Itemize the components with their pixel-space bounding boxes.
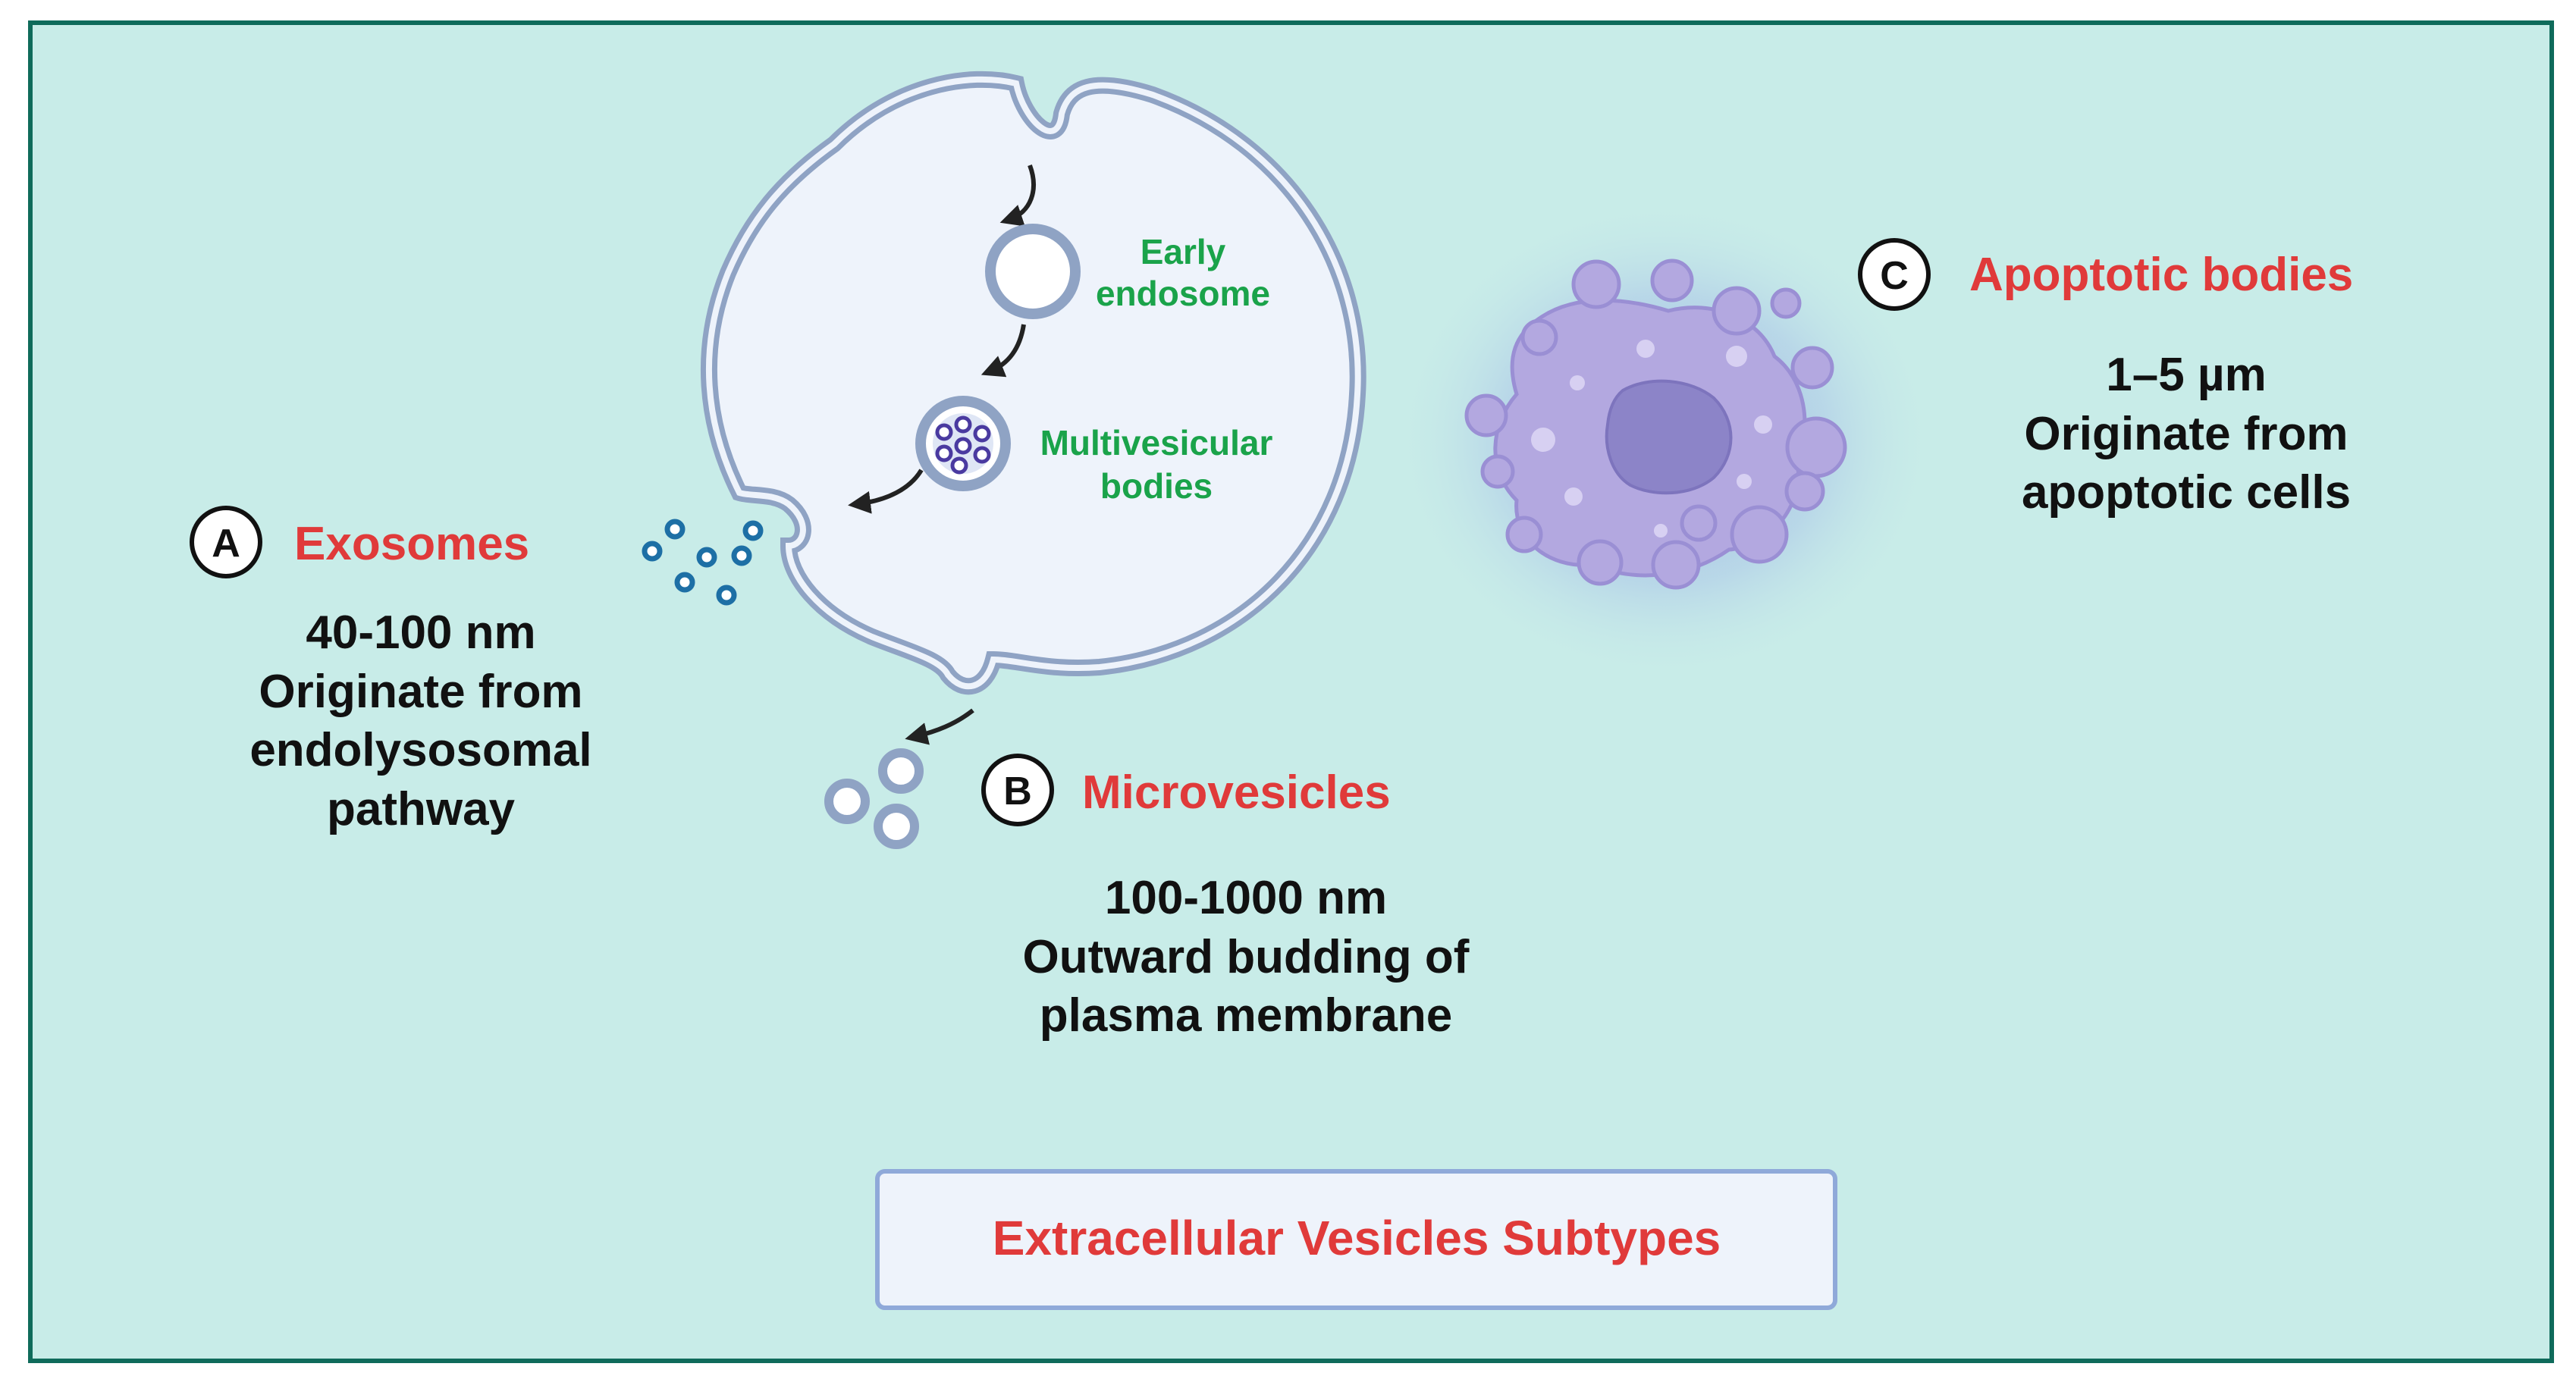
badge-c xyxy=(1858,238,1931,311)
microvesicles-size: 100-1000 nm xyxy=(1105,872,1387,924)
footer-title-box: Extracellular Vesicles Subtypes xyxy=(875,1169,1837,1310)
exosome-particles xyxy=(642,519,764,606)
cell: Early endosome Multivesicular bodies xyxy=(700,71,1366,695)
arrow-to-mvb xyxy=(981,324,1026,378)
early-endosome-label-2: endosome xyxy=(1096,274,1270,313)
badge-b xyxy=(981,754,1054,826)
early-endosome-label-1: Early xyxy=(1141,232,1226,271)
arrow-to-membrane xyxy=(848,469,924,514)
exosomes-section: A Exosomes 40-100 nm Originate from endo… xyxy=(190,506,592,835)
apoptotic-origin-2: apoptotic cells xyxy=(2022,466,2351,519)
arrow-to-early-endosome xyxy=(999,164,1036,227)
badge-c-letter: C xyxy=(1880,254,1909,298)
apoptotic-nucleus xyxy=(1605,379,1733,495)
arrow-to-microvesicles xyxy=(905,708,974,745)
apoptotic-origin-1: Originate from xyxy=(2024,408,2348,460)
exosomes-size: 40-100 nm xyxy=(306,607,535,659)
microvesicles-title: Microvesicles xyxy=(1082,766,1391,819)
mvb-label-1: Multivesicular xyxy=(1040,423,1273,462)
exosomes-origin-1: Originate from xyxy=(259,666,582,718)
microvesicles-section: B Microvesicles 100-1000 nm Outward budd… xyxy=(981,754,1470,1042)
mvb-label-2: bodies xyxy=(1100,466,1213,506)
badge-a-letter: A xyxy=(212,522,240,566)
microvesicle-particles xyxy=(824,748,924,849)
apoptotic-size: 1–5 µm xyxy=(2106,349,2267,401)
exosomes-origin-3: pathway xyxy=(327,783,516,835)
footer-title: Extracellular Vesicles Subtypes xyxy=(993,1211,1721,1265)
apoptotic-section: C Apoptotic bodies 1–5 µm Originate from… xyxy=(1858,238,2353,519)
multivesicular-body xyxy=(915,396,1011,491)
badge-b-letter: B xyxy=(1003,769,1032,813)
badge-a xyxy=(190,506,262,578)
microvesicles-origin-2: plasma membrane xyxy=(1040,989,1452,1042)
early-endosome xyxy=(985,224,1081,319)
exosomes-title: Exosomes xyxy=(294,518,529,570)
microvesicles-origin-1: Outward budding of xyxy=(1023,931,1470,983)
apoptotic-title: Apoptotic bodies xyxy=(1969,249,2353,301)
apoptotic-body xyxy=(1392,197,1937,682)
exosomes-origin-2: endolysosomal xyxy=(249,724,591,776)
